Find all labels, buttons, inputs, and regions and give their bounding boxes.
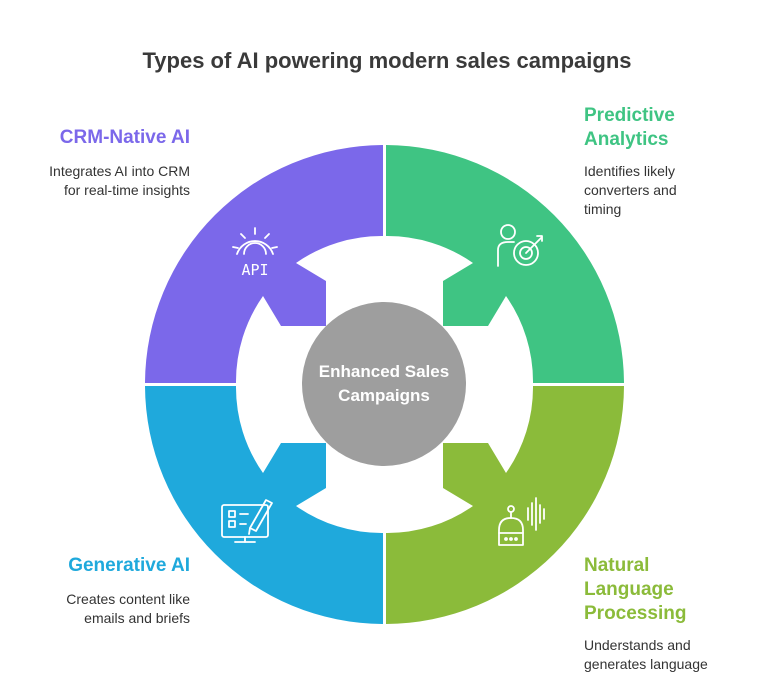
crm-native-ai-description: Integrates AI into CRM for real-time ins… [49, 163, 190, 198]
predictive-analytics-label: Predictive Analytics [584, 105, 675, 150]
generative-ai-description: Creates content like emails and briefs [66, 591, 190, 626]
generative-ai-label: Generative AI [68, 555, 190, 576]
robot-voice-icon [498, 497, 545, 546]
segment-nlp [386, 386, 624, 624]
segment-predictive [386, 145, 624, 383]
page-title: Types of AI powering modern sales campai… [142, 48, 632, 73]
person-target-icon [497, 224, 543, 267]
segment-crm [145, 145, 383, 383]
screen-pen-icon [221, 499, 273, 543]
api-gear-icon: API [232, 227, 278, 279]
nlp-description: Understands and generates language [584, 637, 708, 672]
center-label: Enhanced Sales Campaigns [318, 362, 450, 405]
nlp-label: Natural Language Processing [584, 555, 687, 624]
predictive-analytics-description: Identifies likely converters and timing [584, 163, 677, 217]
crm-native-ai-label: CRM-Native AI [59, 127, 190, 148]
center-circle [302, 302, 466, 466]
svg-text:API: API [241, 261, 268, 279]
